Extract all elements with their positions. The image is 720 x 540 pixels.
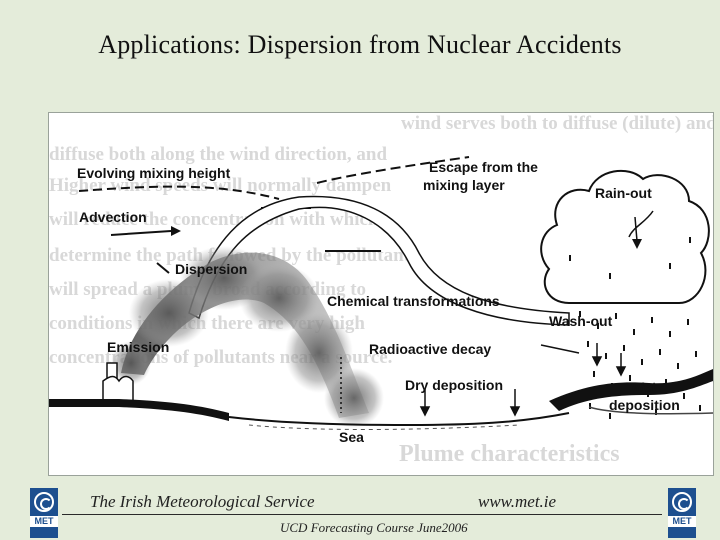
label-dispersion: Dispersion — [175, 261, 248, 277]
label-radioactive-decay: Radioactive decay — [369, 341, 492, 357]
label-chemical-transformations: Chemical transformations — [327, 293, 500, 309]
diagram-artwork — [49, 156, 713, 430]
label-emission: Emission — [107, 339, 170, 355]
ghost-text-3: Higher wind speeds will normally dampen — [49, 175, 392, 196]
met-logo-left: MET — [30, 488, 58, 538]
label-wash-out: Wash-out — [549, 313, 613, 329]
label-escape-line1: Escape from the — [429, 159, 538, 175]
dispersion-diagram: wind serves both to diffuse (dilute) and… — [48, 112, 714, 476]
label-escape-line2: mixing layer — [423, 177, 505, 193]
wet-deposition-arrows — [591, 343, 627, 377]
emission-building — [102, 375, 134, 404]
rain-cloud — [540, 170, 710, 304]
label-advection: Advection — [79, 209, 147, 225]
label-wet-line1: Wet — [631, 379, 657, 395]
sea-surface — [228, 412, 570, 427]
label-sea: Sea — [339, 429, 364, 445]
label-dry-deposition: Dry deposition — [405, 377, 504, 393]
label-evolving-mixing-height: Evolving mixing height — [77, 165, 231, 181]
footer-course: UCD Forecasting Course June2006 — [280, 520, 468, 535]
slide-title: Applications: Dispersion from Nuclear Ac… — [98, 30, 622, 59]
footer-website[interactable]: www.met.ie — [478, 492, 557, 511]
ghost-text-9: Plume characteristics — [399, 441, 620, 467]
advection-arrow — [110, 230, 172, 236]
mixing-height-line-right — [316, 156, 470, 184]
swirl-icon — [672, 492, 692, 512]
mixing-height-line — [78, 185, 280, 200]
ghost-text-2: diffuse both along the wind direction, a… — [49, 144, 388, 165]
dry-deposition-arrows — [419, 389, 521, 417]
ground-right — [549, 369, 713, 411]
met-logo-right: MET — [668, 488, 696, 538]
label-rain-out: Rain-out — [595, 185, 652, 201]
swirl-icon — [34, 492, 54, 512]
footer-organization: The Irish Meteorological Service — [90, 492, 315, 511]
dispersion-arrow — [156, 262, 170, 274]
escape-plume — [188, 195, 570, 326]
label-wet-line2: deposition — [609, 397, 680, 413]
ground-left — [49, 399, 229, 421]
ghost-text-1: wind serves both to diffuse (dilute) and… — [401, 113, 714, 134]
footer-divider — [62, 514, 662, 515]
ghost-text-4: will reduce the concentration with which — [49, 209, 379, 230]
